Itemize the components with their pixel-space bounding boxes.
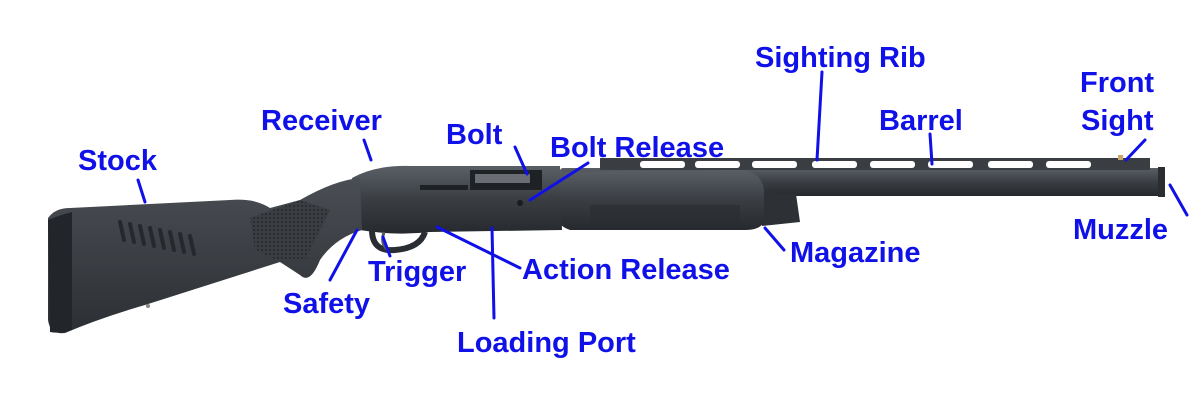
leader-action-release	[435, 225, 522, 270]
label-front-sight-line2: Sight	[1081, 105, 1154, 137]
magazine-cap-shape	[760, 192, 800, 226]
leader-trigger	[381, 235, 392, 258]
label-bolt-release: Bolt Release	[550, 132, 724, 164]
leader-loading-port	[490, 226, 496, 320]
label-bolt: Bolt	[446, 119, 503, 151]
muzzle-shape	[1158, 167, 1165, 197]
stock-grooves	[118, 220, 196, 256]
label-trigger: Trigger	[368, 256, 466, 288]
leader-stock	[136, 178, 147, 204]
leader-bolt	[513, 145, 529, 176]
label-front-sight-line1: Front	[1080, 67, 1154, 99]
shotgun-illustration	[48, 155, 1165, 334]
label-stock: Stock	[78, 145, 158, 177]
sling-swivel	[146, 304, 150, 308]
leader-lines	[136, 70, 1189, 320]
recoil-pad	[48, 212, 72, 333]
leader-receiver	[362, 138, 373, 162]
bolt-release-button	[517, 200, 523, 206]
leader-barrel	[928, 132, 934, 166]
label-barrel: Barrel	[879, 105, 963, 137]
label-sighting-rib: Sighting Rib	[755, 42, 926, 74]
leader-safety	[328, 228, 359, 282]
trigger-guard-shape	[369, 229, 428, 254]
sighting-rib-shape	[600, 158, 1150, 170]
labels: Stock Receiver Bolt Bolt Release Sightin…	[78, 42, 1168, 359]
label-safety: Safety	[283, 288, 370, 320]
label-magazine: Magazine	[790, 237, 921, 269]
leader-sighting-rib	[815, 70, 824, 162]
leader-bolt-release	[528, 161, 590, 202]
label-receiver: Receiver	[261, 105, 382, 137]
grip-checkering	[250, 200, 330, 262]
front-sight-bead	[1118, 155, 1123, 160]
label-muzzle: Muzzle	[1073, 214, 1168, 246]
leader-magazine	[763, 226, 786, 252]
label-action-release: Action Release	[522, 254, 730, 286]
leader-front-sight	[1124, 138, 1147, 162]
leader-muzzle	[1168, 183, 1189, 217]
label-loading-port: Loading Port	[457, 327, 636, 359]
